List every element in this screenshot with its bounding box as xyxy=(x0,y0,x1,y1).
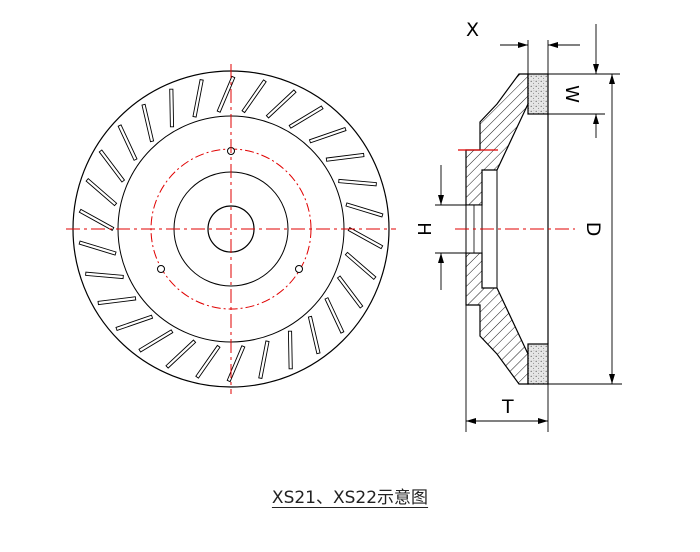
dimension-label-t: T xyxy=(501,396,514,418)
grinding-slot xyxy=(98,149,126,183)
front-view xyxy=(66,64,396,394)
grinding-slot xyxy=(307,315,321,355)
grinding-slot xyxy=(258,340,270,379)
grinding-slot xyxy=(169,88,175,128)
grinding-slot xyxy=(216,75,236,113)
mounting-hole-2 xyxy=(157,265,165,273)
grinding-slot xyxy=(345,202,384,218)
grinding-segment-slots xyxy=(78,75,384,383)
grinding-slot xyxy=(85,271,124,280)
dimension-label-d: D xyxy=(582,222,604,237)
grinding-slot xyxy=(308,126,347,144)
grinding-slot xyxy=(325,152,365,162)
abrasive-layer-lower xyxy=(527,343,549,385)
grinding-slot xyxy=(324,297,345,334)
grinding-slot xyxy=(287,330,293,370)
grinding-slot xyxy=(78,240,117,256)
grinding-slot xyxy=(192,79,204,118)
section-view xyxy=(455,73,575,385)
dimension-label-h: H xyxy=(413,222,434,236)
grinding-slot xyxy=(78,208,115,232)
grinding-slot xyxy=(138,329,174,353)
grinding-slot xyxy=(117,124,138,161)
figure-caption: XS21、XS22示意图 xyxy=(0,483,700,508)
grinding-slot xyxy=(265,89,297,119)
grinding-slot xyxy=(241,79,267,114)
grinding-slot xyxy=(85,177,118,207)
grinding-slot xyxy=(338,178,377,187)
dimension-label-x: X xyxy=(466,19,479,41)
dimension-label-w: W xyxy=(561,85,582,103)
grinding-slot xyxy=(141,103,155,143)
grinding-slot xyxy=(226,345,246,383)
grinding-slot xyxy=(97,296,137,306)
grinding-slot xyxy=(195,344,221,379)
figure-caption-text: XS21、XS22示意图 xyxy=(271,488,429,508)
abrasive-layer-upper xyxy=(527,73,549,115)
grinding-slot xyxy=(115,314,154,332)
mounting-hole-3 xyxy=(295,265,303,273)
grinding-slot xyxy=(165,339,197,369)
grinding-slot xyxy=(347,226,384,250)
grinding-slot xyxy=(288,105,324,129)
grinding-slot xyxy=(336,275,364,309)
dimension-lines xyxy=(435,24,622,432)
grinding-slot xyxy=(344,251,377,281)
